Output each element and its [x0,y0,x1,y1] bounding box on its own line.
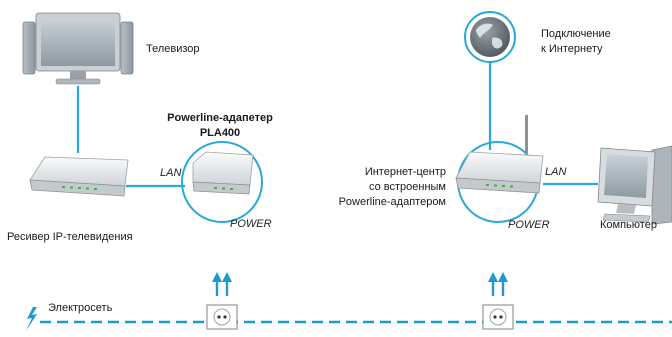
power-right-label: POWER [508,219,550,231]
lan-right-label: LAN [545,166,567,178]
tv-label: Телевизор [146,43,200,55]
gateway-label-line2: со встроенным [368,181,446,193]
plug-arrow-icon [212,272,508,296]
gateway-label-line1: Интернет-центр [364,166,446,178]
network-links [76,62,598,188]
powerline-adapter-icon [192,151,254,195]
mains-label: Электросеть [48,302,113,314]
globe-icon [464,11,516,63]
power-outlet-icon [206,304,514,330]
adapter-model: PLA400 [199,127,241,139]
tv-icon [22,12,134,85]
computer-icon [597,145,672,225]
internet-center-icon [455,115,544,194]
iptv-receiver-icon [29,156,129,197]
adapter-ring-left [181,141,263,223]
iptv-receiver-label: Ресивер IP-телевидения [7,231,133,243]
power-left-label: POWER [230,218,272,230]
gateway-label-line3: Powerline-адаптером [338,196,446,208]
internet-label-line1: Подключение [541,28,611,40]
internet-label-line2: к Интернету [541,43,603,55]
adapter-title: Powerline-адапетер [167,112,273,124]
lightning-icon [26,307,37,331]
computer-label: Компьютер [600,219,657,231]
lan-left-label: LAN [160,167,182,179]
